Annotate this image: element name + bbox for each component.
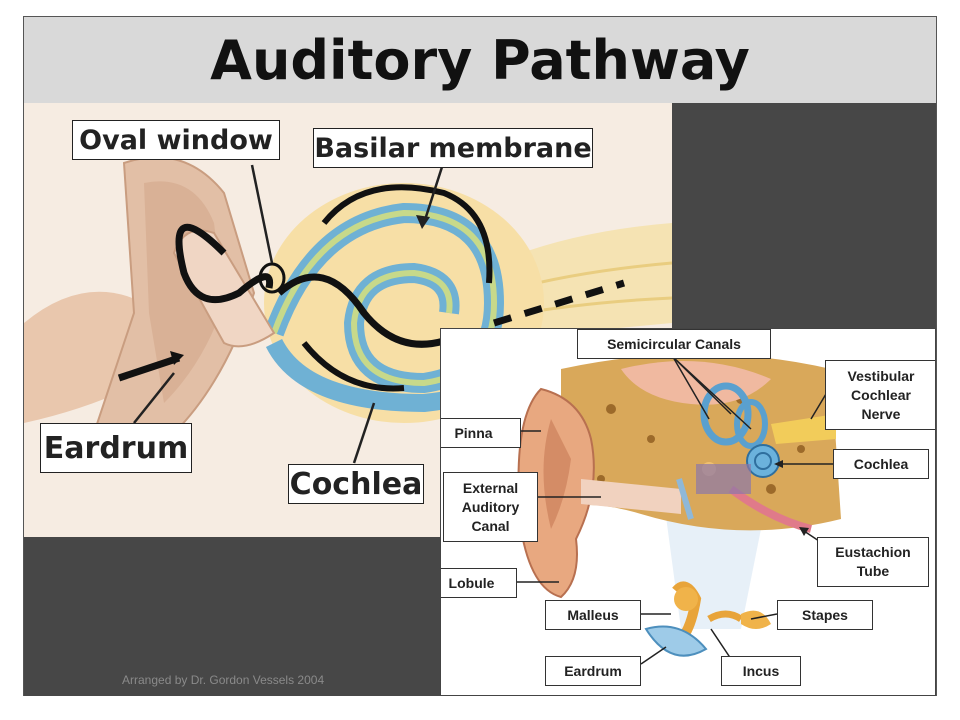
label-vestibular-cochlear-nerve-line2: Cochlear <box>851 386 911 403</box>
label-external-auditory-canal-line3: Canal <box>471 517 510 534</box>
label-vestibular-cochlear-nerve-line3: Nerve <box>861 405 901 422</box>
label-semicircular-canals: Semicircular Canals <box>577 329 771 359</box>
ear-anatomy-illustration <box>517 354 841 665</box>
label-eustachion-tube-line1: Eustachion <box>835 544 911 560</box>
label-external-auditory-canal-line1: External <box>462 479 519 496</box>
label-lobule: Lobule <box>441 568 517 598</box>
label-vestibular-cochlear-nerve-line1: Vestibular <box>847 367 915 384</box>
label-oval-window: Oval window <box>72 120 280 160</box>
title-bar: Auditory Pathway <box>24 17 936 104</box>
label-eustachion-tube: Eustachion Tube <box>817 537 929 587</box>
label-pinna: Pinna <box>441 418 521 448</box>
label-stapes: Stapes <box>777 600 873 630</box>
label-eardrum-right: Eardrum <box>545 656 641 686</box>
label-vestibular-cochlear-nerve: Vestibular Cochlear Nerve <box>825 360 935 430</box>
label-basilar-membrane: Basilar membrane <box>313 128 593 168</box>
dark-block-bottom-left <box>24 537 440 696</box>
label-malleus: Malleus <box>545 600 641 630</box>
label-cochlea-right: Cochlea <box>833 449 929 479</box>
label-eardrum: Eardrum <box>40 423 192 473</box>
credit-text: Arranged by Dr. Gordon Vessels 2004 <box>122 673 325 687</box>
label-eustachion-tube-line2: Tube <box>856 563 890 579</box>
label-cochlea: Cochlea <box>288 464 424 504</box>
ear-anatomy-diagram: Semicircular Canals Vestibular Cochlear … <box>440 328 936 696</box>
label-incus: Incus <box>721 656 801 686</box>
slide-title: Auditory Pathway <box>210 28 750 92</box>
label-external-auditory-canal-line2: Auditory <box>461 498 520 515</box>
label-external-auditory-canal: External Auditory Canal <box>443 472 538 542</box>
dark-block-top-right <box>672 103 936 328</box>
